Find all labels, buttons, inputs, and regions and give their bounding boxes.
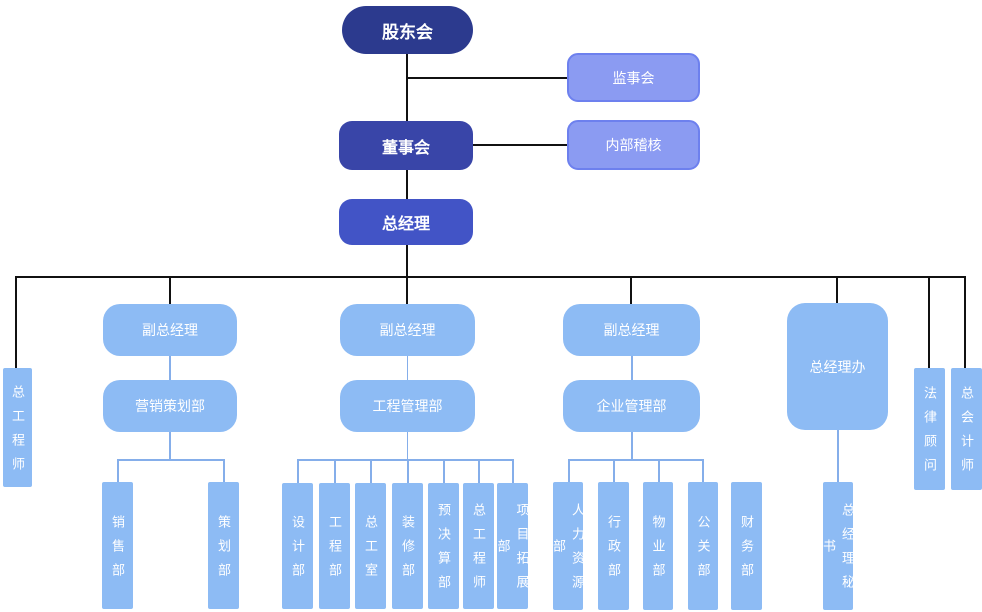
- connector-gmoffice-secretary: [837, 430, 839, 482]
- node-deputy-gm-1[interactable]: 副总经理: [103, 304, 237, 356]
- connector-supervisory: [407, 77, 567, 79]
- node-deputy-gm-2[interactable]: 副总经理: [340, 304, 475, 356]
- connector-branch3-rail: [568, 459, 703, 461]
- node-finance-dept[interactable]: 财务部: [731, 482, 762, 610]
- node-legal-advisor[interactable]: 法律顾问: [914, 368, 945, 490]
- connector-drop-pr: [702, 459, 704, 482]
- node-gm-secretary[interactable]: 总经理秘书: [821, 482, 855, 610]
- connector-stem-3: [406, 245, 408, 278]
- connector-drop-chief-eng2: [478, 459, 480, 483]
- node-planning-dept[interactable]: 策划部: [208, 482, 239, 609]
- node-decoration-dept[interactable]: 装修部: [392, 483, 423, 609]
- node-design-dept[interactable]: 设计部: [282, 483, 313, 609]
- node-deputy-gm-3[interactable]: 副总经理: [563, 304, 700, 356]
- node-hr-dept[interactable]: 人力资源部: [551, 482, 585, 610]
- connector-deputy2-engmgmt: [406, 356, 408, 380]
- node-sales-dept[interactable]: 销售部: [102, 482, 133, 609]
- connector-drop-sales: [117, 459, 119, 482]
- node-general-manager[interactable]: 总经理: [339, 199, 473, 245]
- node-admin-dept[interactable]: 行政部: [598, 482, 629, 610]
- connector-internal-audit: [473, 144, 567, 146]
- connector-drop-deputy-2: [406, 276, 408, 304]
- node-chief-engineer[interactable]: 总工程师: [3, 368, 32, 487]
- node-project-expansion-dept[interactable]: 项目拓展部: [496, 483, 530, 609]
- connector-drop-hr: [568, 459, 570, 482]
- node-supervisory-board[interactable]: 监事会: [567, 53, 700, 102]
- connector-stem-1: [406, 54, 408, 122]
- node-internal-audit[interactable]: 内部稽核: [567, 120, 700, 170]
- connector-deputy3-entmgmt: [631, 356, 633, 380]
- connector-marketing-down: [169, 432, 171, 459]
- node-marketing-planning-dept[interactable]: 营销策划部: [103, 380, 237, 432]
- connector-drop-design: [297, 459, 299, 483]
- node-chief-accountant[interactable]: 总会计师: [951, 368, 982, 490]
- connector-drop-budget: [443, 459, 445, 483]
- connector-drop-accountant: [964, 276, 966, 368]
- connector-drop-deputy-1: [169, 276, 171, 304]
- connector-drop-engineering: [334, 459, 336, 483]
- connector-drop-project-expansion: [512, 459, 514, 483]
- connector-stem-2: [406, 170, 408, 200]
- connector-drop-gm-office: [836, 276, 838, 303]
- connector-drop-decoration: [407, 459, 409, 483]
- node-board-of-directors[interactable]: 董事会: [339, 121, 473, 170]
- node-gm-office[interactable]: 总经理办: [787, 303, 888, 430]
- node-pr-dept[interactable]: 公关部: [688, 482, 718, 610]
- node-engineering-dept[interactable]: 工程部: [319, 483, 350, 609]
- connector-drop-planning: [223, 459, 225, 482]
- connector-branch2-rail: [297, 459, 513, 461]
- node-enterprise-mgmt-dept[interactable]: 企业管理部: [563, 380, 700, 432]
- node-chief-engineer-office[interactable]: 总工室: [355, 483, 386, 609]
- connector-drop-admin: [613, 459, 615, 482]
- connector-deputy1-marketing: [169, 356, 171, 380]
- node-property-dept[interactable]: 物业部: [643, 482, 673, 610]
- connector-drop-legal: [928, 276, 930, 368]
- node-budget-dept[interactable]: 预决算部: [428, 483, 459, 609]
- connector-entmgmt-down: [631, 432, 633, 459]
- connector-branch1-rail: [117, 459, 224, 461]
- node-shareholders[interactable]: 股东会: [342, 6, 473, 54]
- node-engineering-mgmt-dept[interactable]: 工程管理部: [340, 380, 475, 432]
- connector-engmgmt-down: [406, 432, 408, 459]
- connector-drop-chief-engineer: [15, 276, 17, 368]
- connector-distributor: [15, 276, 966, 278]
- node-chief-engineer-2[interactable]: 总工程师: [463, 483, 494, 609]
- connector-drop-property: [658, 459, 660, 482]
- connector-drop-deputy-3: [630, 276, 632, 304]
- connector-drop-chief-eng-office: [370, 459, 372, 483]
